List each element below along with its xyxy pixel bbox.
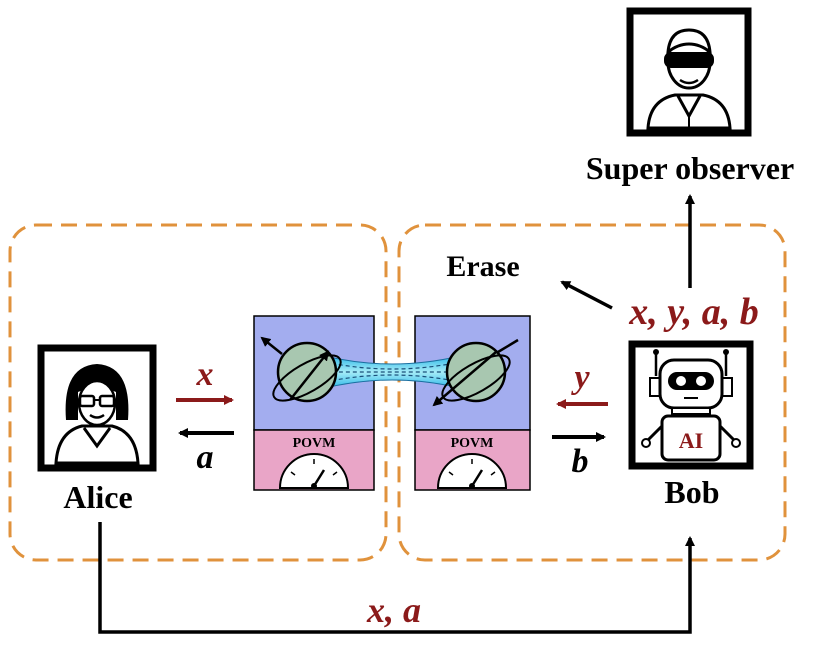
entanglement-link <box>324 355 461 389</box>
bob-povm-label: POVM <box>451 436 494 451</box>
bob-output-b: b <box>572 443 589 480</box>
robot-icon <box>628 340 754 470</box>
bob-label: Bob <box>664 474 719 510</box>
alice-output-a: a <box>197 439 214 476</box>
bob-qubit-sphere-icon <box>432 338 519 407</box>
classical-link-arrow <box>98 522 695 634</box>
bob-meter-icon <box>436 453 508 489</box>
alice-povm-label: POVM <box>293 436 336 451</box>
bob-input-y: y <box>570 359 590 396</box>
alice-lab-box <box>8 223 388 562</box>
ai-label: AI <box>679 428 703 453</box>
alice-input-x: x <box>196 356 214 393</box>
to-super-observer-signal: x, y, a, b <box>628 291 758 333</box>
bob-lab-box <box>397 223 787 562</box>
bottom-link-signal: x, a <box>366 590 421 630</box>
super-observer-label: Super observer <box>586 150 794 186</box>
alice-qubit-sphere-icon <box>260 336 342 403</box>
man-with-goggles-icon <box>626 7 752 137</box>
arrow-to-erase <box>560 280 613 310</box>
alice-label: Alice <box>63 479 132 515</box>
alice-meter-icon <box>278 453 350 489</box>
woman-with-glasses-icon <box>37 344 157 472</box>
erase-label: Erase <box>446 250 519 283</box>
